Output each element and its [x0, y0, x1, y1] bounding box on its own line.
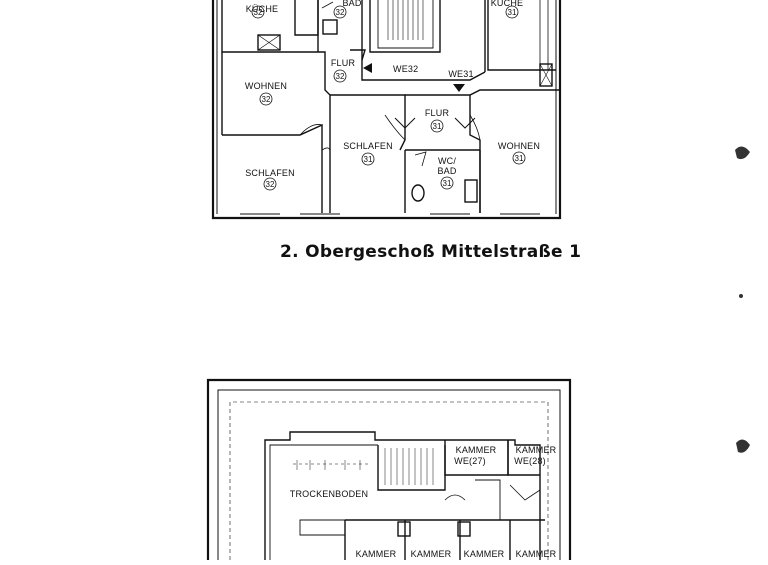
room-label-kammer-we27: KAMMER	[456, 445, 497, 455]
room-label-schlafen-32: SCHLAFEN	[245, 168, 295, 178]
room-label-we31: WE31	[448, 69, 473, 79]
room-label-flur-32: FLUR	[331, 58, 356, 68]
room-label-we27: WE(27)	[454, 456, 486, 466]
unit-number: 31	[508, 8, 517, 17]
room-label-we32: WE32	[393, 64, 418, 74]
room-label-kammer: KAMMER	[464, 549, 505, 559]
room-label-kammer: KAMMER	[516, 549, 557, 559]
entrance-arrow-right-icon	[453, 84, 465, 92]
room-label-wohnen-32: WOHNEN	[245, 81, 287, 91]
room-label-kammer: KAMMER	[356, 549, 397, 559]
room-label-flur-31: FLUR	[425, 108, 450, 118]
floor-plan-caption: 2. Obergeschoß Mittelstraße 1	[280, 242, 582, 262]
unit-number: 32	[262, 95, 271, 104]
unit-number: 31	[433, 122, 442, 131]
room-label-wohnen-31: WOHNEN	[498, 141, 540, 151]
unit-number: 31	[515, 154, 524, 163]
unit-number: 32	[254, 8, 263, 17]
room-label-kammer: KAMMER	[411, 549, 452, 559]
unit-number: 32	[336, 72, 345, 81]
room-label-we28: WE(28)	[514, 456, 546, 466]
room-label-kammer-we28: KAMMER	[516, 445, 557, 455]
entrance-arrow-left-icon	[363, 63, 372, 73]
unit-number: 32	[266, 180, 275, 189]
punch-hole-mark-icon	[735, 146, 750, 160]
unit-number: 31	[364, 155, 373, 164]
room-label-bad-32: BAD	[342, 0, 361, 8]
unit-number: 31	[443, 179, 452, 188]
room-label-bad-31: BAD	[437, 166, 456, 176]
unit-number: 32	[336, 8, 345, 17]
punch-hole-mark-icon	[736, 439, 750, 453]
room-label-kueche-31: KÜCHE	[491, 0, 524, 8]
room-label-trockenboden: TROCKENBODEN	[290, 489, 368, 499]
room-label-wc: WC/	[438, 156, 456, 166]
room-label-kueche-32: KÜCHE	[246, 4, 279, 14]
scan-speck-icon	[739, 294, 743, 298]
room-label-schlafen-31: SCHLAFEN	[343, 141, 393, 151]
